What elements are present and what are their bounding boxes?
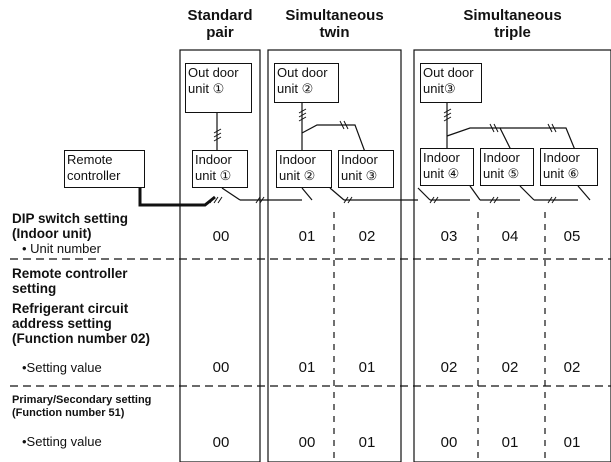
function-02-title: (Function number 02) <box>12 331 150 346</box>
remote-value-1: 00 <box>212 359 230 376</box>
indoor-unit-3: Indoor unit ③ <box>338 150 394 188</box>
outdoor-unit-3-line2: unit③ <box>423 81 456 96</box>
indoor-unit-1: Indoor unit ① <box>192 150 248 188</box>
remote-setting-title-2: setting <box>12 281 57 296</box>
header-standard-line1: Standard <box>187 7 253 24</box>
indoor-unit-2-line1: Indoor <box>279 152 316 167</box>
dip-value-6: 05 <box>563 228 581 245</box>
header-triple-line2: triple <box>494 23 531 41</box>
indoor-unit-2: Indoor unit ② <box>276 150 332 188</box>
dip-value-4: 03 <box>440 228 458 245</box>
remote-value-6: 02 <box>563 359 581 376</box>
indoor-unit-3-line2: unit ③ <box>341 168 378 183</box>
triple-frame <box>413 49 611 462</box>
remote-controller: Remote controller <box>64 150 145 188</box>
remote-setting-title: Remote controller <box>12 266 128 281</box>
primary-value-1: 00 <box>212 434 230 451</box>
remote-value-4: 02 <box>440 359 458 376</box>
function-51-title: (Function number 51) <box>12 407 125 419</box>
header-standard-pair: Standard pair <box>178 7 262 41</box>
indoor-unit-1-line2: unit ① <box>195 168 232 183</box>
refrigerant-title-2: address setting <box>12 316 112 331</box>
primary-value-6: 01 <box>563 434 581 451</box>
header-simultaneous-twin: Simultaneous twin <box>268 7 401 41</box>
outdoor-unit-2-line1: Out door <box>277 65 328 80</box>
header-twin-line1: Simultaneous <box>285 7 384 24</box>
refrigerant-title: Refrigerant circuit <box>12 301 129 316</box>
dip-value-5: 04 <box>501 228 519 245</box>
header-twin-line2: twin <box>319 23 350 41</box>
primary-value-3: 01 <box>358 434 376 451</box>
standard-pair-frame <box>179 49 261 462</box>
indoor-unit-5-line1: Indoor <box>483 150 520 165</box>
indoor-unit-4: Indoor unit ④ <box>420 148 474 186</box>
indoor-unit-2-line2: unit ② <box>279 168 316 183</box>
primary-value-5: 01 <box>501 434 519 451</box>
primary-secondary-title: Primary/Secondary setting <box>12 394 152 406</box>
indoor-unit-1-line1: Indoor <box>195 152 232 167</box>
twin-frame <box>267 49 402 462</box>
remote-controller-line2: controller <box>67 168 121 183</box>
outdoor-unit-3-line1: Out door <box>423 65 474 80</box>
indoor-unit-4-line2: unit ④ <box>423 166 460 181</box>
outdoor-unit-2-line2: unit ② <box>277 81 314 96</box>
header-simultaneous-triple: Simultaneous triple <box>414 7 611 41</box>
remote-value-5: 02 <box>501 359 519 376</box>
outdoor-unit-1-line1: Out door <box>188 65 239 80</box>
dip-value-3: 02 <box>358 228 376 245</box>
dip-value-2: 01 <box>298 228 316 245</box>
indoor-unit-6-line1: Indoor <box>543 150 580 165</box>
indoor-unit-5-line2: unit ⑤ <box>483 166 520 181</box>
dip-switch-item: • Unit number <box>22 241 101 256</box>
remote-value-3: 01 <box>358 359 376 376</box>
dip-value-1: 00 <box>212 228 230 245</box>
remote-controller-line1: Remote <box>67 152 113 167</box>
indoor-unit-6: Indoor unit ⑥ <box>540 148 598 186</box>
outdoor-unit-1: Out door unit ① <box>185 63 252 113</box>
indoor-unit-4-line1: Indoor <box>423 150 460 165</box>
remote-value-2: 01 <box>298 359 316 376</box>
remote-setting-item: •Setting value <box>22 360 102 375</box>
primary-secondary-item: •Setting value <box>22 434 102 449</box>
primary-value-4: 00 <box>440 434 458 451</box>
indoor-unit-3-line1: Indoor <box>341 152 378 167</box>
indoor-unit-6-line2: unit ⑥ <box>543 166 580 181</box>
outdoor-unit-3: Out door unit③ <box>420 63 482 103</box>
indoor-unit-5: Indoor unit ⑤ <box>480 148 534 186</box>
header-triple-line1: Simultaneous <box>463 7 562 24</box>
dip-switch-subtitle: (Indoor unit) <box>12 226 92 241</box>
primary-value-2: 00 <box>298 434 316 451</box>
header-standard-line2: pair <box>206 23 234 41</box>
outdoor-unit-2: Out door unit ② <box>274 63 339 103</box>
dip-switch-title: DIP switch setting <box>12 211 129 226</box>
outdoor-unit-1-line2: unit ① <box>188 81 225 96</box>
